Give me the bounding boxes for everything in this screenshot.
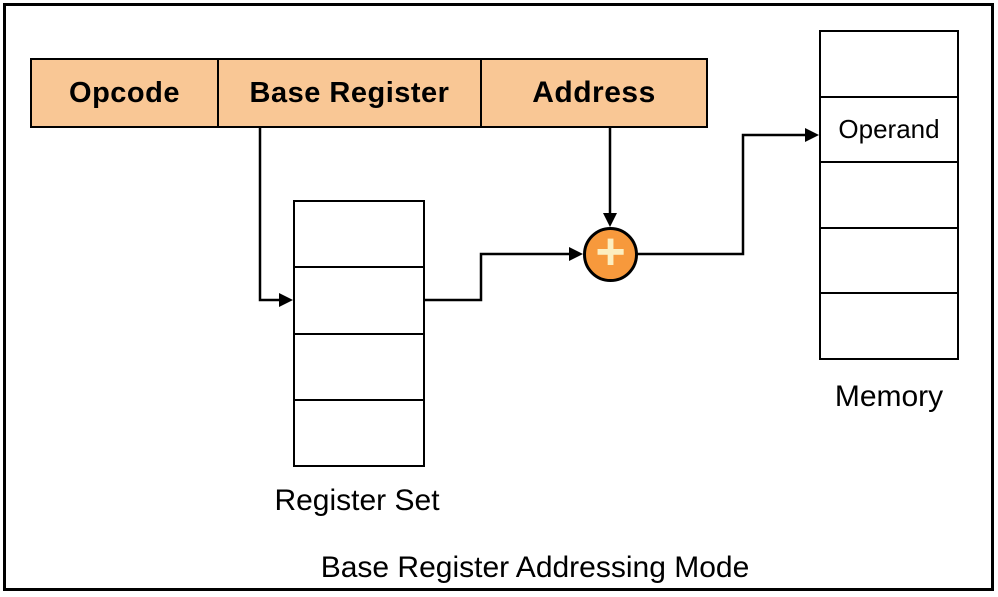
memory-label: Memory [834,380,944,413]
memory-cell [821,292,957,358]
register-cell [295,202,423,266]
memory-cell [821,161,957,227]
memory-cell-operand: Operand [821,95,957,162]
memory-cell [821,226,957,293]
field-address: Address [480,58,708,128]
register-cell [295,332,423,399]
register-cell [295,398,423,465]
register-set-box [293,200,425,467]
field-opcode: Opcode [30,58,219,128]
memory-box: Operand [819,30,959,360]
field-base-register: Base Register [217,58,482,128]
plus-icon: + [595,222,626,281]
outer-border [3,3,994,591]
diagram-title: Base Register Addressing Mode [320,551,750,584]
memory-cell [821,32,957,96]
register-cell [295,266,423,332]
adder-node: + [583,222,638,282]
register-set-label: Register Set [274,484,440,517]
instruction-word: Opcode Base Register Address [30,58,708,128]
